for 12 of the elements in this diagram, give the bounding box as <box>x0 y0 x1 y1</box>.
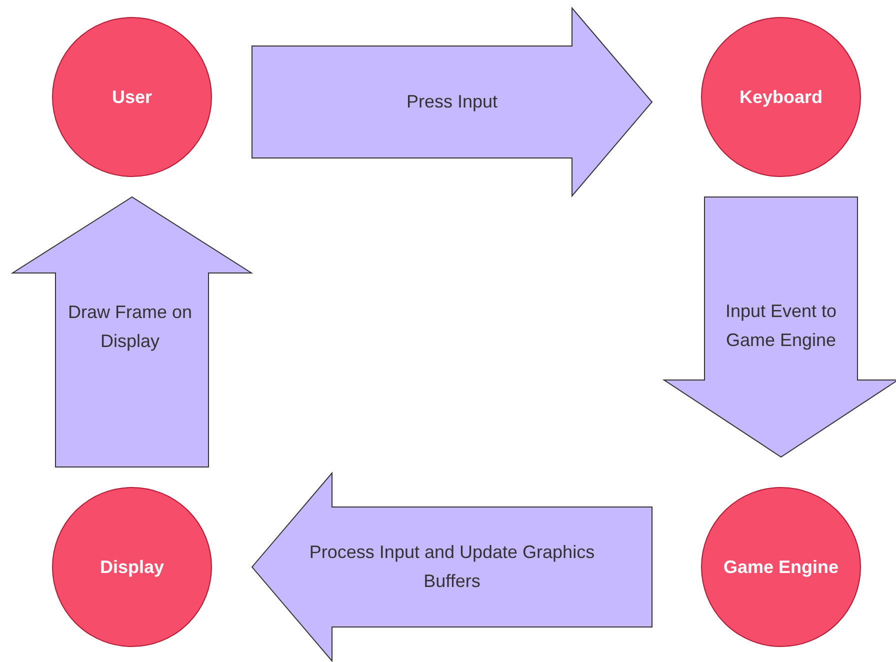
node-label: User <box>112 86 152 108</box>
block-arrow <box>662 196 896 458</box>
edge-label: Draw Frame on Display <box>66 301 194 353</box>
node-label: Display <box>100 556 164 579</box>
node-label: Keyboard <box>739 86 823 109</box>
block-arrow <box>251 472 652 662</box>
node-label: Game Engine <box>723 556 839 579</box>
block-arrow <box>252 6 653 198</box>
edge-label: Process Input and Update Graphics Buffers <box>308 541 596 593</box>
block-arrow <box>10 196 254 468</box>
edge-label: Input Event to Game Engine <box>724 300 838 352</box>
edge-label: Press Input <box>405 90 499 114</box>
